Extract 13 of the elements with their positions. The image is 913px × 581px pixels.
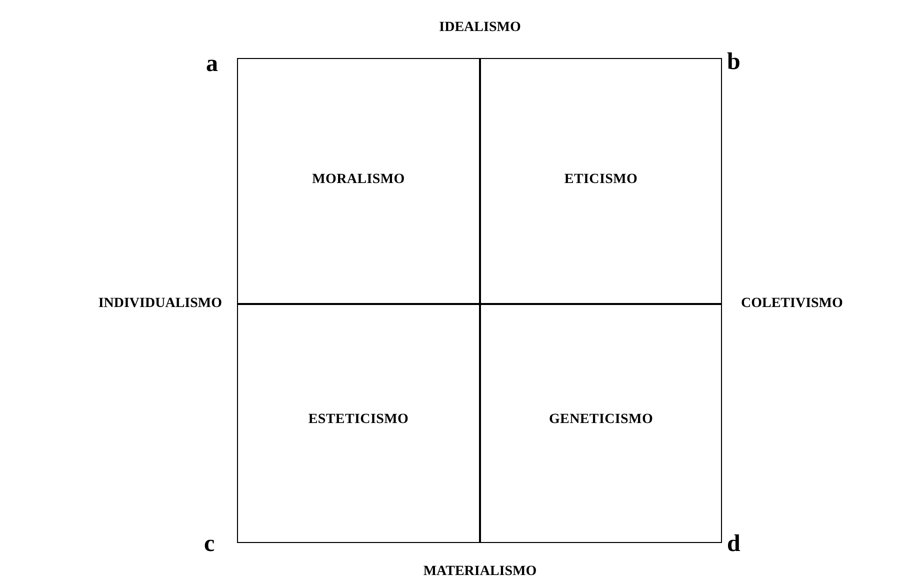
axis-label: COLETIVISMO: [741, 297, 843, 311]
axis-label: INDIVIDUALISMO: [98, 297, 222, 311]
quadrant: [238, 59, 481, 305]
corner-letter: b: [727, 50, 740, 74]
corner-letter: d: [727, 532, 740, 556]
corner-letter: a: [206, 52, 218, 76]
quadrant-label: GENETICISMO: [548, 412, 654, 428]
quadrant-label: MORALISMO: [312, 172, 405, 188]
quadrant-label: ETICISMO: [564, 172, 638, 188]
axis-label: IDEALISMO: [439, 21, 521, 35]
axis-label: MATERIALISMO: [423, 565, 537, 579]
corner-letter: c: [204, 532, 215, 556]
quadrant-label: ESTETICISMO: [308, 412, 409, 428]
